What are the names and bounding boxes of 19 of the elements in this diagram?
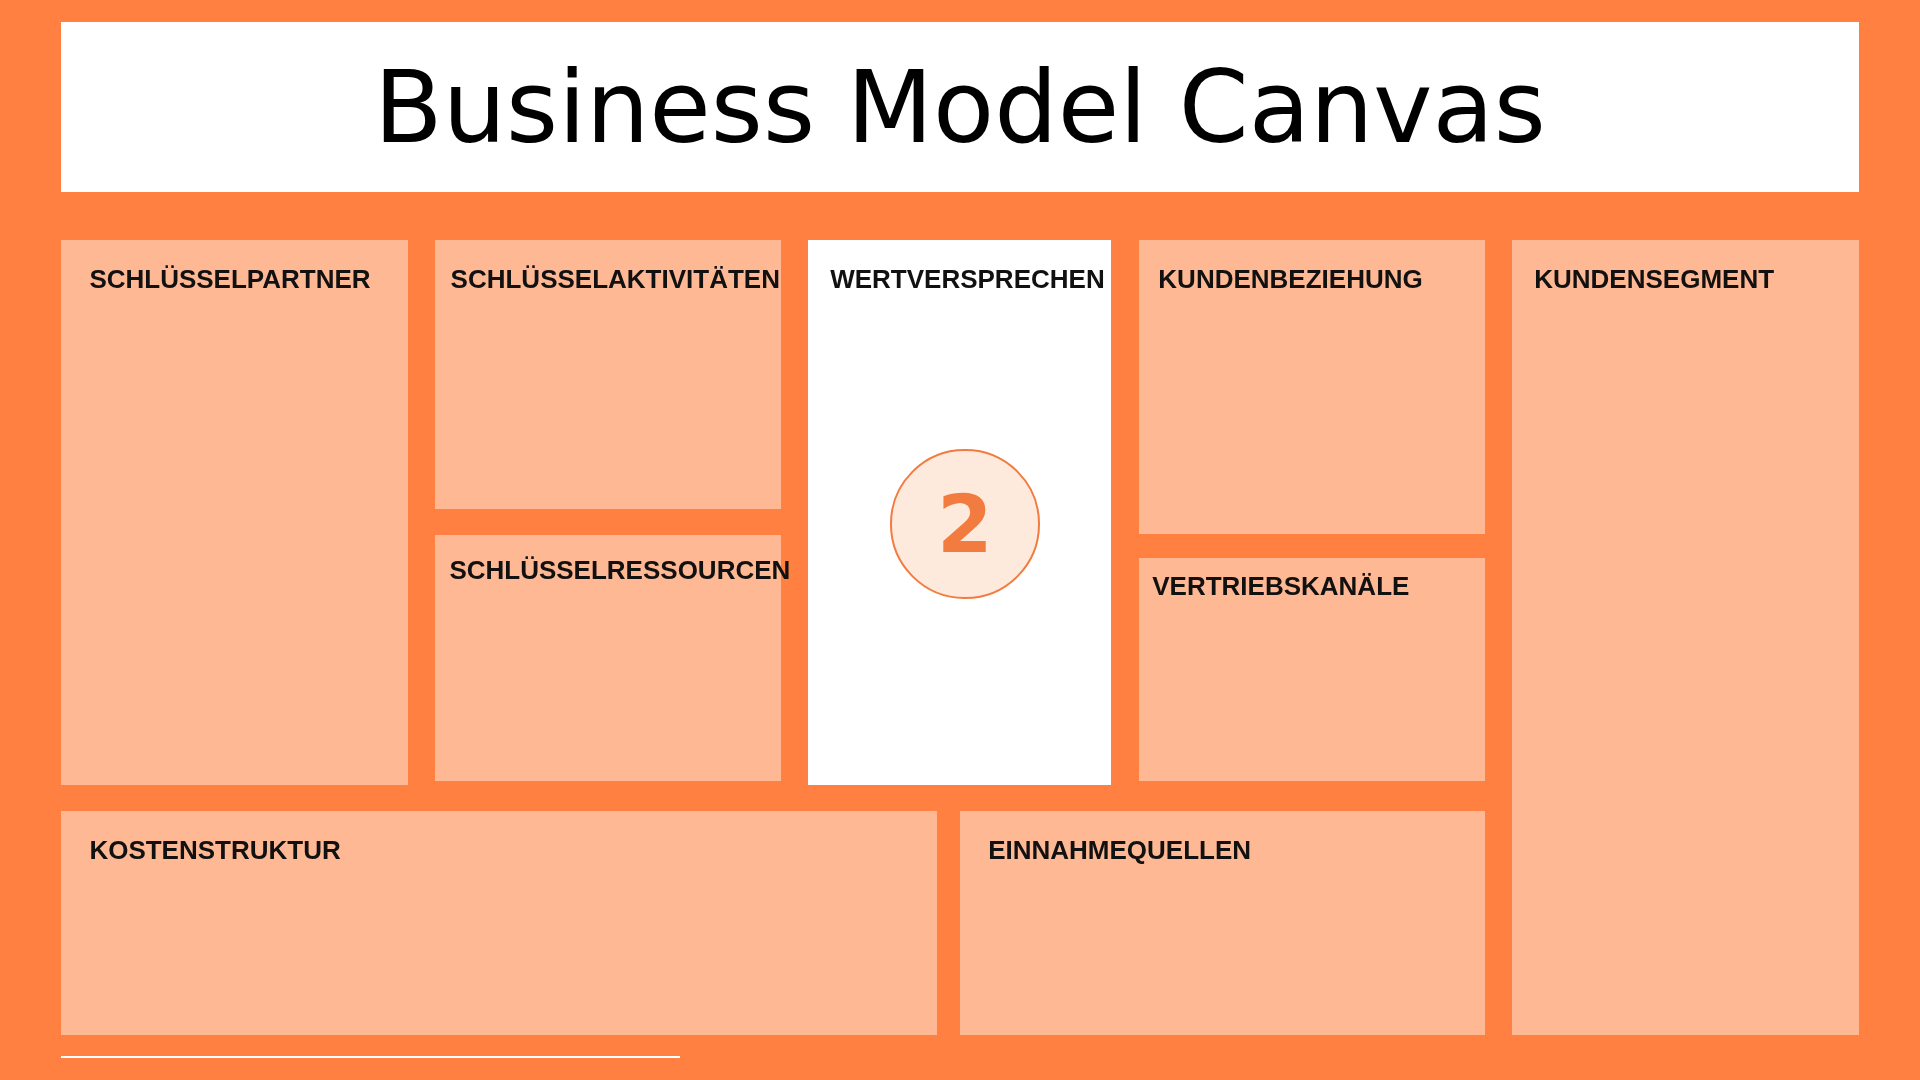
section-heading: WERTVERSPRECHEN	[830, 264, 1105, 296]
canvas-section	[808, 240, 1111, 785]
canvas-section	[1138, 558, 1486, 782]
section-heading: SCHLÜSSELAKTIVITÄTEN	[450, 264, 780, 296]
section-heading: EINNAHMEQUELLEN	[988, 835, 1252, 867]
title: Business Model Canvas	[374, 48, 1546, 166]
section-heading: KUNDENBEZIEHUNG	[1158, 264, 1423, 296]
canvas-section	[960, 810, 1486, 1035]
canvas-section	[434, 240, 782, 510]
section-heading: SCHLÜSSELPARTNER	[89, 264, 371, 296]
canvas-section	[1512, 240, 1859, 1035]
canvas-section	[61, 240, 408, 785]
canvas-section	[61, 810, 937, 1035]
section-heading: KUNDENSEGMENT	[1534, 264, 1775, 296]
section-number: 2	[937, 477, 993, 571]
section-heading: VERTRIEBSKANÄLE	[1152, 570, 1410, 602]
section-heading: KOSTENSTRUKTUR	[89, 835, 341, 867]
canvas-section	[1138, 240, 1486, 534]
section-heading: SCHLÜSSELRESSOURCEN	[449, 554, 791, 586]
